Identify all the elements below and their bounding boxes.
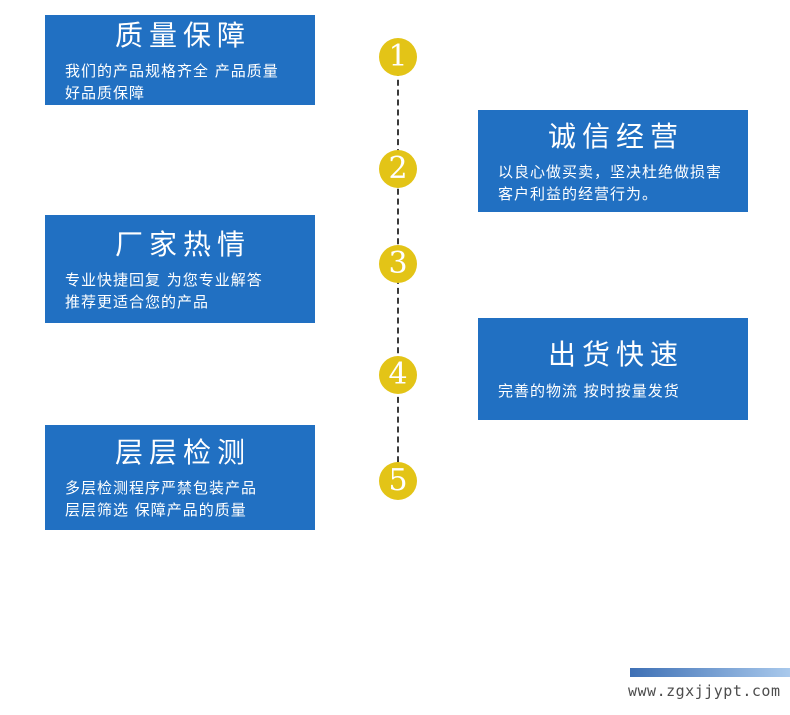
- feature-box-shipping: 出货快速 完善的物流 按时按量发货: [478, 318, 748, 420]
- feature-body: 以良心做买卖，坚决杜绝做损害 客户利益的经营行为。: [498, 162, 728, 206]
- feature-body-line: 层层筛选 保障产品的质量: [65, 501, 247, 520]
- feature-body-line: 多层检测程序严禁包装产品: [65, 479, 258, 498]
- feature-body: 多层检测程序严禁包装产品 层层筛选 保障产品的质量: [65, 478, 295, 522]
- feature-title: 出货快速: [547, 338, 684, 372]
- step-circle-3: 3: [379, 245, 417, 283]
- feature-body: 我们的产品规格齐全 产品质量 好品质保障: [65, 61, 295, 105]
- feature-body-line: 好品质保障: [65, 83, 146, 102]
- feature-box-inspection: 层层检测 多层检测程序严禁包装产品 层层筛选 保障产品的质量: [45, 425, 315, 530]
- feature-box-quality: 质量保障 我们的产品规格齐全 产品质量 好品质保障: [45, 15, 315, 105]
- feature-body-line: 我们的产品规格齐全 产品质量: [65, 61, 279, 80]
- feature-body-line: 推荐更适合您的产品: [65, 292, 210, 311]
- feature-box-service: 厂家热情 专业快捷回复 为您专业解答 推荐更适合您的产品: [45, 215, 315, 323]
- step-circle-1: 1: [379, 38, 417, 76]
- feature-body: 专业快捷回复 为您专业解答 推荐更适合您的产品: [65, 270, 295, 314]
- feature-body: 完善的物流 按时按量发货: [498, 381, 728, 403]
- feature-title: 层层检测: [114, 436, 251, 470]
- feature-title: 诚信经营: [547, 119, 684, 153]
- step-circle-5: 5: [379, 462, 417, 500]
- footer-gradient-bar: [630, 668, 790, 677]
- feature-box-integrity: 诚信经营 以良心做买卖，坚决杜绝做损害 客户利益的经营行为。: [478, 110, 748, 212]
- website-watermark: www.zgxjjypt.com: [628, 682, 781, 700]
- feature-title: 质量保障: [114, 18, 251, 52]
- feature-body-line: 以良心做买卖，坚决杜绝做损害: [498, 162, 723, 181]
- feature-body-line: 专业快捷回复 为您专业解答: [65, 270, 263, 289]
- feature-body-line: 客户利益的经营行为。: [498, 184, 659, 203]
- step-circle-2: 2: [379, 150, 417, 188]
- feature-body-line: 完善的物流 按时按量发货: [498, 381, 680, 400]
- feature-title: 厂家热情: [114, 227, 251, 261]
- step-circle-4: 4: [379, 356, 417, 394]
